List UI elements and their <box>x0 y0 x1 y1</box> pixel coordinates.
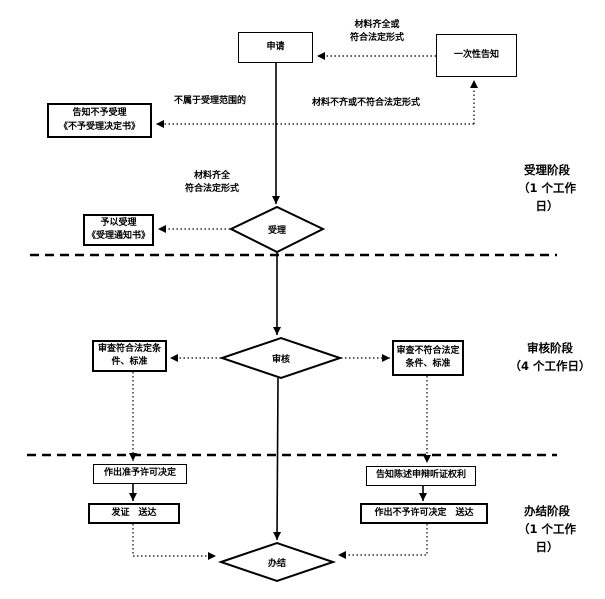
label-complete-or-legal: 材料齐全或 符合法定形式 <box>349 20 404 44</box>
review-fail-box: 审查不符合法定 条件、标准 <box>392 340 464 376</box>
review-decision-label: 审核 <box>271 354 290 365</box>
stage-label-accept: 受理阶段 （1 个工作 日） <box>517 163 576 213</box>
stage-label-finish: 办结阶段 （1 个工作 日） <box>517 504 576 554</box>
finish-diamond <box>217 541 337 583</box>
label-complete-legal: 材料齐全 符合法定形式 <box>184 171 239 195</box>
deny-decision-box: 作出不予许可决定 送达 <box>360 503 488 524</box>
notify-rights-box: 告知陈述申辩听证权利 <box>366 466 476 486</box>
accept-decision-label: 受理 <box>267 225 286 236</box>
label-incomplete-or-illegal: 材料不齐或不符合法定形式 <box>311 98 420 108</box>
issue-deliver-box: 发证 送达 <box>88 503 180 524</box>
stage-label-review: 审核阶段 （4 个工作日） <box>509 341 591 373</box>
grant-decision-box: 作出准予许可决定 <box>93 464 187 484</box>
accept-decision-diamond <box>228 205 326 254</box>
apply-box: 申请 <box>238 32 313 63</box>
review-decision-diamond <box>218 336 344 380</box>
one-time-notice-box: 一次性告知 <box>436 34 517 77</box>
reject-notice-box: 告知不予受理 《不予受理决定书》 <box>47 103 152 138</box>
accept-notice-box: 予以受理 《受理通知书》 <box>83 214 154 246</box>
edge-review-to-finish <box>273 377 282 541</box>
edge-issue-to-finish <box>132 524 216 560</box>
review-pass-box: 审查符合法定条 件、标准 <box>92 340 167 372</box>
label-not-in-scope: 不属于受理范围的 <box>173 96 246 106</box>
edge-deny-to-finish <box>338 524 428 559</box>
finish-label: 办结 <box>267 558 286 569</box>
